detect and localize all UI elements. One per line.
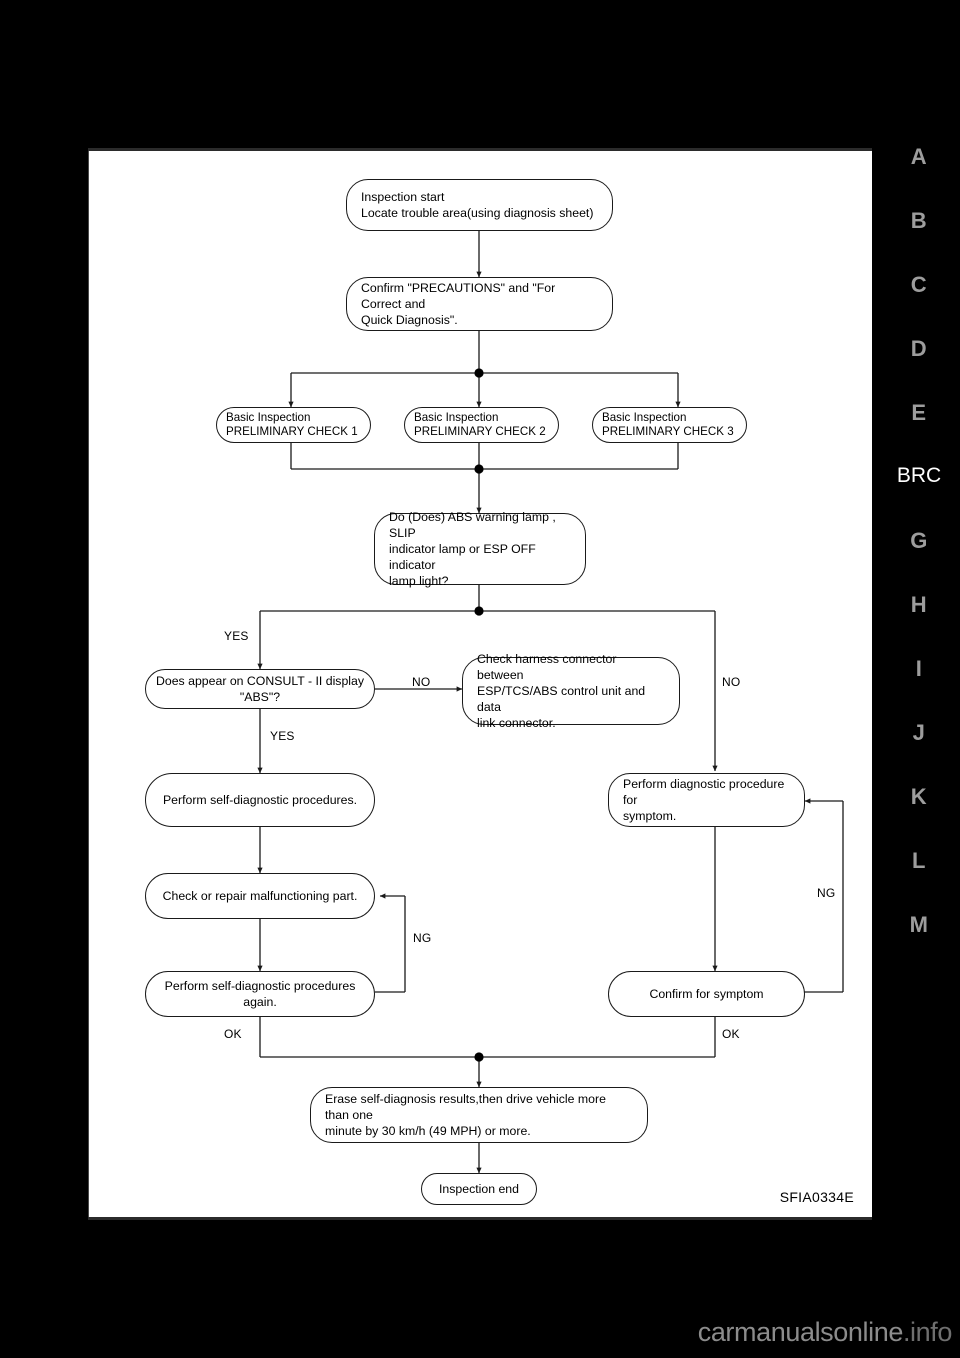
watermark-suffix: .info — [902, 1317, 952, 1347]
index-letter-e[interactable]: E — [911, 400, 927, 425]
index-letter-h[interactable]: H — [910, 592, 928, 617]
watermark-text: carmanualsonline — [697, 1317, 904, 1347]
node-preliminary-check-3[interactable]: Basic Inspection PRELIMINARY CHECK 3 — [592, 407, 747, 443]
index-letter-j[interactable]: J — [912, 720, 926, 745]
node-check-harness[interactable]: Check harness connector between ESP/TCS/… — [462, 652, 680, 730]
index-letter-brc[interactable]: BRC — [896, 464, 942, 487]
index-letter-b[interactable]: B — [910, 208, 928, 233]
node-preliminary-check-2[interactable]: Basic Inspection PRELIMINARY CHECK 2 — [404, 407, 559, 443]
index-letter-k[interactable]: K — [910, 784, 928, 809]
index-letter-a[interactable]: A — [910, 144, 928, 169]
node-perform-self-diagnostic-again[interactable]: Perform self-diagnostic procedures again… — [145, 971, 375, 1017]
edge-label-yes-lamp: YES — [224, 629, 249, 643]
index-letter-g[interactable]: G — [910, 528, 928, 553]
edge-label-ng-left: NG — [413, 931, 432, 945]
node-inspection-start[interactable]: Inspection start Locate trouble area(usi… — [346, 179, 613, 231]
edge-label-no-consult: NO — [412, 675, 431, 689]
node-inspection-end[interactable]: Inspection end — [421, 1173, 537, 1205]
node-perform-diagnostic-procedure[interactable]: Perform diagnostic procedure for symptom… — [608, 773, 805, 827]
node-consult-question[interactable]: Does appear on CONSULT - II display "ABS… — [145, 669, 375, 709]
edge-label-ok-left: OK — [224, 1027, 242, 1041]
content-sheet: Inspection start Locate trouble area(usi… — [88, 148, 872, 1220]
node-erase-self-diagnosis[interactable]: Erase self-diagnosis results,then drive … — [310, 1087, 648, 1143]
node-confirm-for-symptom[interactable]: Confirm for symptom — [608, 971, 805, 1017]
edge-label-yes-consult: YES — [270, 729, 295, 743]
index-letter-i[interactable]: I — [915, 656, 923, 681]
junction-dots — [474, 368, 484, 1062]
site-watermark: carmanualsonline.info — [697, 1317, 953, 1348]
edge-label-no-lamp: NO — [722, 675, 741, 689]
flowchart-figure: Inspection start Locate trouble area(usi… — [88, 151, 872, 1223]
edge-label-ok-right: OK — [722, 1027, 740, 1041]
figure-id-label: SFIA0334E — [779, 1189, 854, 1205]
index-rail: A B C D E BRC G H I J K L M — [878, 130, 960, 970]
node-preliminary-check-1[interactable]: Basic Inspection PRELIMINARY CHECK 1 — [216, 407, 371, 443]
index-letter-d[interactable]: D — [910, 336, 928, 361]
sheet-left-rule — [88, 151, 89, 1217]
index-letter-l[interactable]: L — [912, 848, 926, 873]
index-letter-c[interactable]: C — [910, 272, 928, 297]
node-confirm-precautions[interactable]: Confirm "PRECAUTIONS" and "For Correct a… — [346, 277, 613, 331]
node-perform-self-diagnostic[interactable]: Perform self-diagnostic procedures. — [145, 773, 375, 827]
flowchart-connectors — [257, 231, 844, 1174]
edge-label-ng-right: NG — [817, 886, 836, 900]
index-letter-m[interactable]: M — [909, 912, 929, 937]
node-check-or-repair[interactable]: Check or repair malfunctioning part. — [145, 873, 375, 919]
node-lamp-question[interactable]: Do (Does) ABS warning lamp , SLIP indica… — [374, 510, 586, 588]
